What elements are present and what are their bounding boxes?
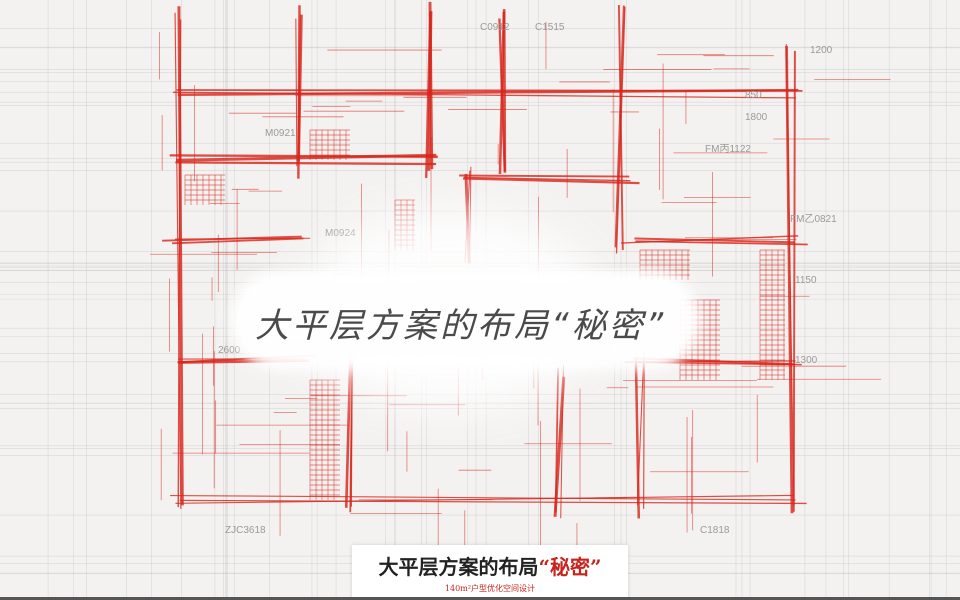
wall-stroke bbox=[172, 237, 304, 245]
plan-label: M0921 bbox=[265, 128, 296, 139]
wall-stroke bbox=[169, 154, 438, 158]
wall-stroke bbox=[174, 237, 311, 240]
plan-label: M0924 bbox=[325, 228, 356, 239]
wall-stroke bbox=[560, 364, 565, 519]
wall-stroke bbox=[175, 161, 437, 166]
plan-label: 1200 bbox=[810, 45, 833, 56]
wall-stroke bbox=[174, 12, 182, 509]
plan-label: C1515 bbox=[535, 22, 565, 33]
wall-stroke bbox=[498, 18, 506, 172]
plan-label: 2600 bbox=[218, 345, 241, 356]
bottom-bar bbox=[0, 597, 960, 600]
plan-label: 1800 bbox=[745, 112, 768, 123]
wall-stroke bbox=[179, 499, 807, 505]
wall-stroke bbox=[792, 50, 796, 512]
wall-stroke bbox=[462, 177, 640, 185]
plan-label: C1818 bbox=[700, 525, 730, 536]
title-banner: 大平层方案的布局“秘密” 140m²户型优化空间设计 bbox=[352, 545, 628, 600]
wall-stroke bbox=[554, 367, 559, 513]
plan-label: FM丙1122 bbox=[705, 144, 751, 155]
wall-stroke bbox=[459, 174, 630, 178]
wall-stroke bbox=[295, 18, 298, 167]
overlay-title: 大平层方案的布局“秘密” bbox=[255, 306, 667, 346]
wall-stroke bbox=[177, 88, 799, 97]
plan-label: C0912 bbox=[480, 22, 510, 33]
wall-stroke bbox=[615, 6, 626, 254]
plan-label: ZJC3618 bbox=[225, 525, 266, 536]
wall-stroke bbox=[297, 14, 303, 162]
banner-title-main: 大平层方案的布局 bbox=[378, 555, 539, 579]
plan-label: FM乙0821 bbox=[790, 214, 837, 225]
wall-stroke bbox=[785, 45, 794, 514]
plan-label: 1150 bbox=[795, 275, 817, 286]
wall-stroke bbox=[614, 5, 625, 248]
wall-stroke bbox=[643, 350, 645, 509]
wall-stroke bbox=[634, 237, 795, 244]
banner-title: 大平层方案的布局“秘密” bbox=[352, 551, 628, 580]
wall-stroke bbox=[428, 1, 434, 170]
plan-label: 850 bbox=[745, 90, 762, 101]
banner-subtitle: 140m²户型优化空间设计 bbox=[444, 584, 536, 593]
plan-label: 1300 bbox=[795, 355, 818, 366]
white-glow bbox=[230, 270, 700, 370]
wall-stroke bbox=[463, 176, 631, 182]
wall-stroke bbox=[636, 353, 645, 505]
banner-title-accent: “秘密” bbox=[538, 555, 602, 579]
